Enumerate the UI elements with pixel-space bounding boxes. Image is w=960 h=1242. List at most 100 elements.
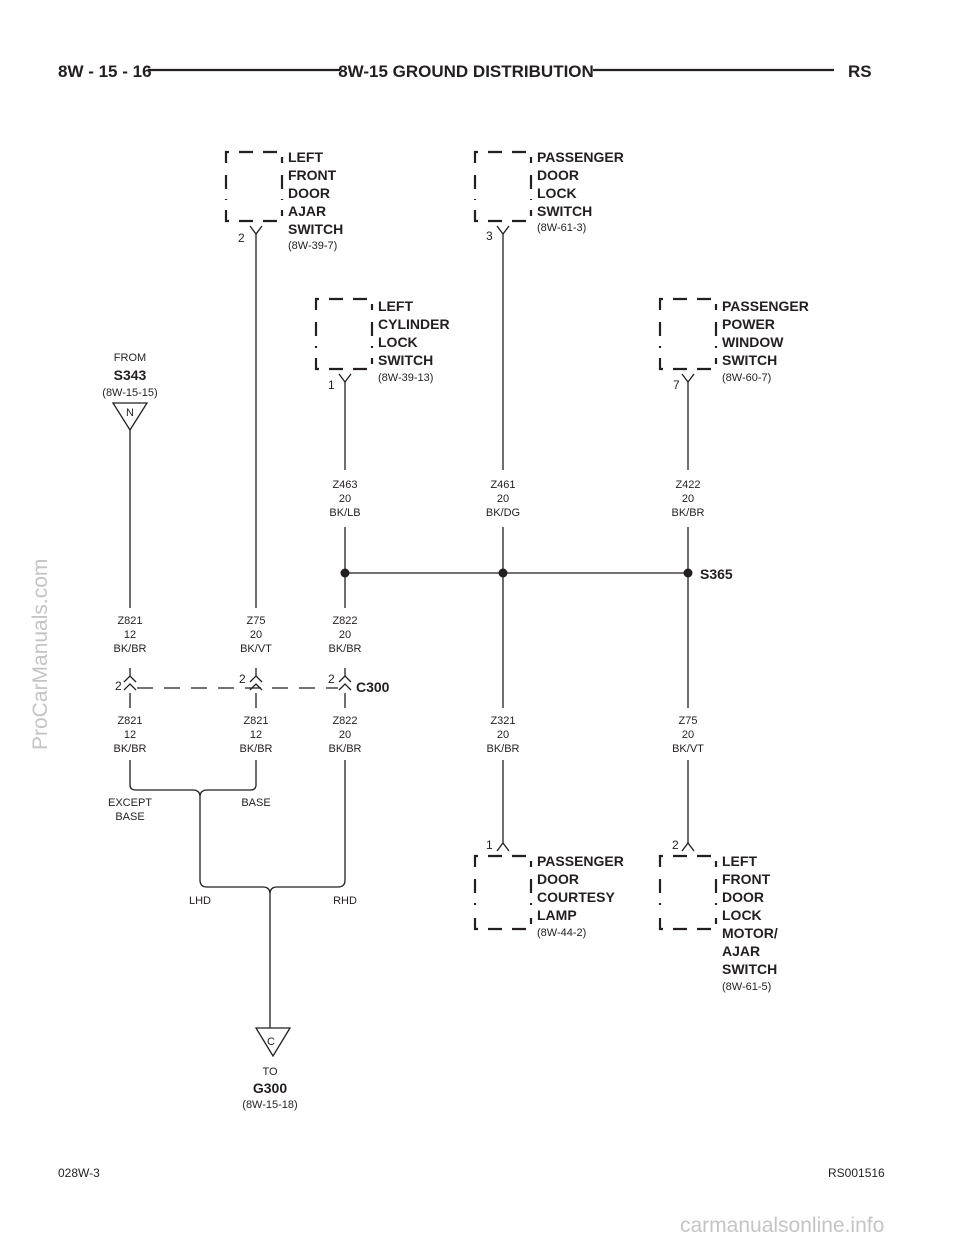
- from-connector: N: [126, 407, 134, 419]
- svg-text:Z422: Z422: [675, 479, 700, 491]
- svg-text:20: 20: [339, 729, 351, 741]
- label-line: AJAR: [288, 203, 326, 219]
- svg-text:20: 20: [682, 493, 694, 505]
- wire-z821-bottom-a: Z821 12 BK/BR: [113, 715, 146, 755]
- wire-segments: [129, 234, 689, 1028]
- pin-number: 7: [673, 378, 680, 392]
- splice-dot: [498, 568, 508, 578]
- wire-z461: Z461 20 BK/DG: [486, 479, 520, 519]
- svg-text:Z463: Z463: [332, 479, 357, 491]
- label-line: SWITCH: [378, 352, 433, 368]
- label-line: DOOR: [288, 185, 330, 201]
- wire-z75-bottom: Z75 20 BK/VT: [672, 715, 704, 755]
- svg-text:Z461: Z461: [490, 479, 515, 491]
- svg-text:12: 12: [124, 729, 136, 741]
- pin-number: 2: [328, 672, 335, 686]
- to-g300: C TO G300 (8W-15-18): [242, 1027, 298, 1111]
- svg-text:BK/BR: BK/BR: [328, 743, 361, 755]
- page-ref: (8W-44-2): [537, 927, 586, 939]
- pin-number: 2: [115, 679, 122, 693]
- to-ground: G300: [253, 1080, 287, 1096]
- pin-symbol: [123, 675, 137, 691]
- svg-text:12: 12: [124, 629, 136, 641]
- label-line: LOCK: [722, 907, 762, 923]
- page-title: 8W-15 GROUND DISTRIBUTION: [338, 62, 594, 81]
- left-cylinder-lock-switch: LEFT CYLINDER LOCK SWITCH (8W-39-13) 1: [314, 297, 450, 392]
- to-connector: C: [267, 1036, 275, 1048]
- model-code: RS: [848, 62, 872, 81]
- svg-text:BK/VT: BK/VT: [672, 743, 704, 755]
- to-ref: (8W-15-18): [242, 1099, 297, 1111]
- label-line: MOTOR/: [722, 925, 778, 941]
- label-line: SWITCH: [722, 352, 777, 368]
- pin-symbols: [249, 225, 695, 852]
- svg-text:Z821: Z821: [117, 615, 142, 627]
- label-line: DOOR: [722, 889, 764, 905]
- svg-text:20: 20: [682, 729, 694, 741]
- figure-code: 028W-3: [58, 1166, 100, 1180]
- label-line: LEFT: [288, 149, 323, 165]
- svg-text:Z822: Z822: [332, 715, 357, 727]
- from-ref: (8W-15-15): [102, 387, 157, 399]
- left-front-door-ajar-switch: LEFT FRONT DOOR AJAR SWITCH (8W-39-7) 2: [224, 149, 343, 252]
- wire-z321: Z321 20 BK/BR: [486, 715, 519, 755]
- page-ref: (8W-61-3): [537, 222, 586, 234]
- svg-text:BK/BR: BK/BR: [671, 507, 704, 519]
- label-line: AJAR: [722, 943, 760, 959]
- left-front-door-lock-motor-ajar-switch: LEFT FRONT DOOR LOCK MOTOR/ AJAR SWITCH …: [658, 838, 778, 993]
- label-line: DOOR: [537, 167, 579, 183]
- page-ref: (8W-61-5): [722, 981, 771, 993]
- label-line: CYLINDER: [378, 316, 450, 332]
- svg-text:BK/BR: BK/BR: [239, 743, 272, 755]
- option-label: BASE: [115, 811, 144, 823]
- svg-text:20: 20: [250, 629, 262, 641]
- pin-number: 1: [486, 838, 493, 852]
- wire-z75-top: Z75 20 BK/VT: [240, 615, 272, 655]
- label-line: FRONT: [722, 871, 771, 887]
- splice-label: S365: [700, 566, 733, 582]
- svg-text:20: 20: [339, 493, 351, 505]
- wire-z822-top: Z822 20 BK/BR: [328, 615, 361, 655]
- svg-text:BK/BR: BK/BR: [328, 643, 361, 655]
- option-label: LHD: [189, 895, 211, 907]
- figure-id: RS001516: [828, 1166, 885, 1180]
- page-ref: (8W-39-13): [378, 372, 433, 384]
- svg-text:20: 20: [339, 629, 351, 641]
- pin-number: 3: [486, 229, 493, 243]
- page-ref: (8W-60-7): [722, 372, 771, 384]
- svg-text:20: 20: [497, 729, 509, 741]
- label-line: PASSENGER: [537, 149, 624, 165]
- option-bracket-base: EXCEPT BASE BASE: [108, 784, 271, 823]
- label-line: POWER: [722, 316, 775, 332]
- label-line: PASSENGER: [537, 853, 624, 869]
- svg-text:Z822: Z822: [332, 615, 357, 627]
- svg-text:Z75: Z75: [247, 615, 266, 627]
- bottom-watermark: carmanualsonline.info: [680, 1214, 884, 1237]
- label-line: WINDOW: [722, 334, 784, 350]
- pin-number: 2: [672, 838, 679, 852]
- svg-text:Z75: Z75: [679, 715, 698, 727]
- label-line: LEFT: [722, 853, 757, 869]
- option-bracket-drive: LHD RHD: [189, 879, 357, 907]
- splice-s365: S365: [340, 566, 733, 582]
- option-label: EXCEPT: [108, 797, 152, 809]
- label-line: LOCK: [537, 185, 577, 201]
- label-line: LAMP: [537, 907, 577, 923]
- svg-text:20: 20: [497, 493, 509, 505]
- label-line: DOOR: [537, 871, 579, 887]
- svg-text:BK/LB: BK/LB: [329, 507, 360, 519]
- from-triangle: [111, 402, 149, 432]
- svg-text:12: 12: [250, 729, 262, 741]
- splice-dot: [340, 568, 350, 578]
- passenger-door-lock-switch: PASSENGER DOOR LOCK SWITCH (8W-61-3) 3: [473, 149, 624, 243]
- svg-text:Z821: Z821: [243, 715, 268, 727]
- page-ref: (8W-39-7): [288, 240, 337, 252]
- connector-label: C300: [356, 679, 390, 695]
- page-number: 8W - 15 - 16: [58, 62, 152, 81]
- from-s343: FROM S343 (8W-15-15) N: [102, 352, 158, 432]
- wire-z422: Z422 20 BK/BR: [671, 479, 704, 519]
- svg-text:BK/BR: BK/BR: [113, 643, 146, 655]
- to-triangle: [254, 1027, 292, 1058]
- svg-text:BK/VT: BK/VT: [240, 643, 272, 655]
